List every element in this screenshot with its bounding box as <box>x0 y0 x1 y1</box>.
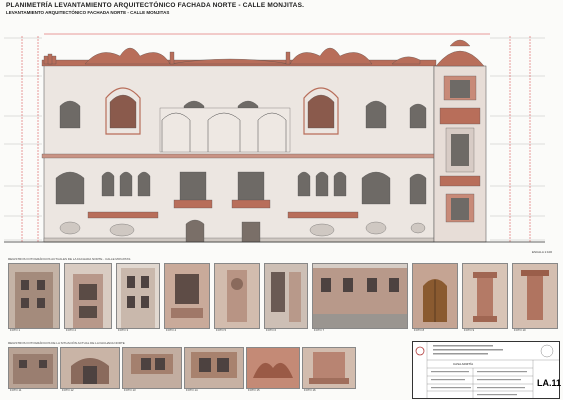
photo-10[interactable] <box>512 263 558 329</box>
mid-cornice <box>41 153 437 159</box>
photo-1[interactable] <box>8 263 60 329</box>
photo-7[interactable] <box>312 263 408 329</box>
photo-11[interactable] <box>8 347 58 389</box>
photo-9-label: FOTO 9 <box>464 328 475 332</box>
plinth <box>43 237 435 243</box>
roof-ornaments <box>43 47 421 65</box>
photos-bottom-caption: REGISTROS FOTOGRÁFICOS DE LA SITUACIÓN A… <box>8 341 125 345</box>
photo-8[interactable] <box>412 263 458 329</box>
facade-elevation <box>0 16 563 256</box>
photo-15[interactable] <box>246 347 300 389</box>
photo-16[interactable] <box>302 347 356 389</box>
photo-8-label: FOTO 8 <box>414 328 425 332</box>
project-name: CASA ARIZTÍA <box>453 362 474 366</box>
window-surrounds <box>105 87 339 135</box>
photo-4[interactable] <box>164 263 210 329</box>
photo-11-label: FOTO 11 <box>10 388 22 392</box>
sheet-title: PLANIMETRÍA LEVANTAMIENTO ARQUITECTÓNICO… <box>6 2 305 9</box>
photo-2-label: FOTO 2 <box>66 328 77 332</box>
photo-3-label: FOTO 3 <box>118 328 129 332</box>
photo-15-label: FOTO 15 <box>248 388 260 392</box>
sheet-number: LA.11 <box>537 378 562 388</box>
photo-3[interactable] <box>116 263 160 329</box>
level-lines <box>4 37 545 241</box>
doors <box>185 219 261 243</box>
facade-elevation-svg <box>4 33 545 243</box>
ground-windows <box>59 221 426 237</box>
photo-16-label: FOTO 16 <box>304 388 316 392</box>
central-arcade <box>159 107 291 153</box>
photo-5[interactable] <box>214 263 260 329</box>
photo-12[interactable] <box>60 347 120 389</box>
sheet-subtitle: LEVANTAMIENTO ARQUITECTÓNICO FACHADA NOR… <box>6 10 170 15</box>
photo-13[interactable] <box>122 347 182 389</box>
photo-4-label: FOTO 4 <box>166 328 177 332</box>
title-block-grid <box>415 342 559 398</box>
corner-tower <box>433 39 487 243</box>
photos-top-caption: REGISTROS FOTOGRÁFICOS ACTUALES DE LA FA… <box>8 257 131 261</box>
photo-7-label: FOTO 7 <box>314 328 325 332</box>
photo-2[interactable] <box>64 263 112 329</box>
photo-9[interactable] <box>462 263 508 329</box>
photo-12-label: FOTO 12 <box>62 388 74 392</box>
photo-13-label: FOTO 13 <box>124 388 136 392</box>
photo-6-label: FOTO 6 <box>266 328 277 332</box>
second-floor-windows <box>55 171 427 205</box>
photo-5-label: FOTO 5 <box>216 328 227 332</box>
dimension-lines <box>21 33 531 242</box>
photo-14-label: FOTO 14 <box>186 388 198 392</box>
photo-1-label: FOTO 1 <box>10 328 21 332</box>
photo-10-label: FOTO 10 <box>514 328 526 332</box>
scale-note: ESCALA 1:100 <box>532 250 553 254</box>
balconies <box>87 199 359 219</box>
photo-14[interactable] <box>184 347 244 389</box>
title-block: CASA ARIZTÍA LA.11 <box>412 341 562 399</box>
photo-6[interactable] <box>264 263 308 329</box>
